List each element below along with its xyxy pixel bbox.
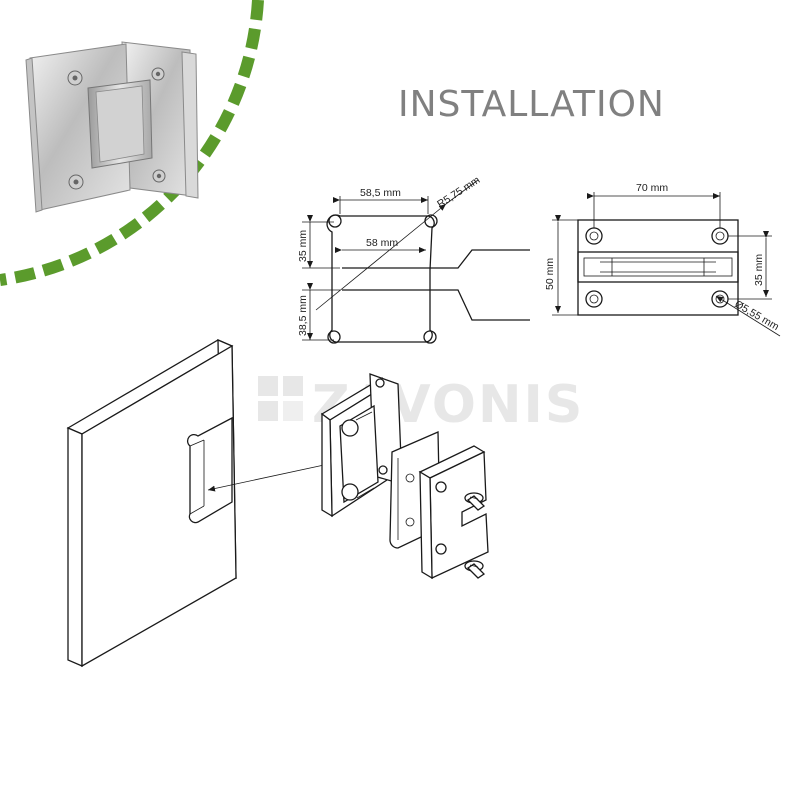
hinge-hole-diameter-label: Ø5,55 mm: [733, 298, 782, 333]
hinge-front-plate: [418, 445, 489, 580]
cutout-inner-width-label: 58 mm: [366, 237, 398, 249]
countersunk-screw-icon: [464, 492, 486, 511]
hinge-width-label: 70 mm: [636, 182, 668, 194]
hinge-height-label: 50 mm: [544, 258, 556, 290]
watermark-logo-icon: [258, 376, 303, 421]
hinge-hole-spacing-label: 35 mm: [753, 254, 765, 286]
hinge-product-photo: [25, 41, 199, 213]
screw-hole-icon: [585, 290, 603, 308]
screw-icon: [68, 174, 84, 190]
screw-icon: [152, 169, 166, 183]
glass-panel: [66, 339, 237, 668]
cutout-radius-label: R5,75 mm: [435, 174, 482, 211]
install-direction-arrow: [207, 461, 339, 492]
screw-icon: [151, 67, 165, 81]
countersunk-screw-icon: [464, 560, 486, 579]
cutout-upper-height-label: 35 mm: [297, 230, 309, 262]
hinge-plate-drawing: [552, 192, 781, 337]
screw-hole-icon: [585, 227, 603, 245]
screw-hole-icon: [711, 227, 729, 245]
screw-hole-icon: [711, 290, 729, 308]
cutout-top-width-label: 58,5 mm: [360, 187, 401, 199]
glass-cutout-drawing: [302, 179, 530, 344]
cutout-lower-height-label: 38,5 mm: [297, 295, 309, 336]
page-title: INSTALLATION: [398, 84, 665, 125]
watermark: ZAVONIS: [258, 375, 582, 435]
screw-icon: [67, 70, 83, 86]
